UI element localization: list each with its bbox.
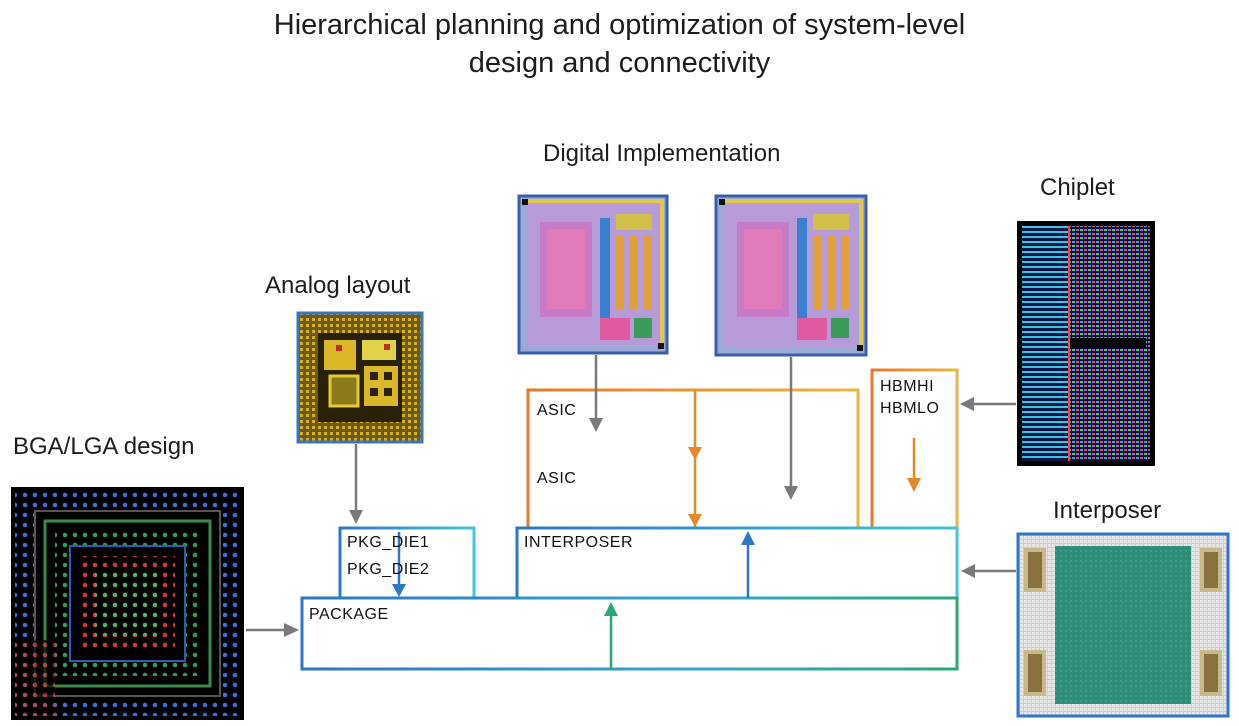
arrow-package-up bbox=[604, 602, 618, 669]
label-analog-layout: Analog layout bbox=[265, 272, 411, 299]
bga-chip bbox=[11, 487, 244, 720]
label-chiplet: Chiplet bbox=[1040, 174, 1115, 201]
block-hbm-hi: HBMHI bbox=[880, 378, 935, 395]
arrow-interposerchip-to-box bbox=[961, 564, 1016, 578]
analog-chip bbox=[296, 311, 424, 444]
arrow-pkgdie-down bbox=[392, 532, 406, 597]
arrow-interposer-up bbox=[741, 531, 755, 598]
arrow-bga-to-package bbox=[246, 623, 299, 637]
diagram-title-line2: design and connectivity bbox=[468, 47, 771, 79]
arrow-asic-to-interposer bbox=[688, 514, 702, 527]
arrow-asic-top-to-bottom bbox=[688, 447, 702, 460]
asic-group-box bbox=[526, 388, 860, 530]
label-bga-lga-design: BGA/LGA design bbox=[13, 433, 195, 460]
block-pkg-die1: PKG_DIE1 bbox=[347, 534, 430, 551]
arrow-hbm-down bbox=[907, 438, 921, 492]
block-pkg-die2: PKG_DIE2 bbox=[347, 561, 430, 578]
label-digital-implementation: Digital Implementation bbox=[543, 140, 781, 167]
block-interposer: INTERPOSER bbox=[524, 534, 634, 551]
block-asic-bottom: ASIC bbox=[537, 470, 577, 487]
package-box bbox=[300, 596, 959, 671]
block-package: PACKAGE bbox=[309, 606, 389, 623]
arrow-digital2-to-asic bbox=[784, 357, 798, 500]
chiplet-chip bbox=[1017, 221, 1155, 466]
arrow-chiplet-to-hbm bbox=[960, 397, 1016, 411]
digital-chip-1 bbox=[517, 194, 669, 355]
arrow-digital1-to-asic bbox=[589, 355, 603, 432]
diagram-title-line1: Hierarchical planning and optimization o… bbox=[273, 9, 966, 41]
arrow-analog-to-pkgdie bbox=[349, 444, 363, 524]
interposer-chip bbox=[1016, 532, 1230, 718]
block-asic-top: ASIC bbox=[537, 402, 577, 419]
block-hbm-lo: HBMLO bbox=[880, 400, 940, 417]
digital-chip-2 bbox=[714, 194, 868, 357]
label-interposer: Interposer bbox=[1053, 497, 1162, 524]
